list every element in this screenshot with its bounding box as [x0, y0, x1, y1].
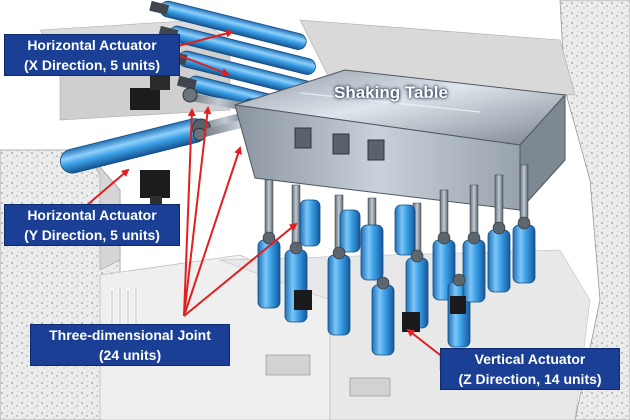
- annotation-arrows: [85, 29, 454, 366]
- arrow-x-1: [177, 29, 234, 47]
- arrow-x-2: [177, 54, 230, 76]
- shaking-table: [234, 69, 567, 212]
- x-actuator-label: Horizontal Actuator (X Direction, 5 unit…: [4, 34, 180, 76]
- shaking-table-label: Shaking Table: [334, 83, 448, 102]
- x-actuator-label-line2: (X Direction, 5 units): [23, 57, 161, 73]
- arrow-joint-2: [183, 106, 212, 317]
- joint-label: Three-dimensional Joint (24 units): [30, 324, 230, 366]
- arrow-y: [85, 168, 130, 207]
- joint-label-line2: (24 units): [98, 347, 162, 363]
- x-actuator-label-line1: Horizontal Actuator: [27, 37, 157, 53]
- y-actuator-label: Horizontal Actuator (Y Direction, 5 unit…: [4, 204, 180, 246]
- arrow-joint-3: [183, 146, 242, 317]
- z-actuator-label-line2: (Z Direction, 14 units): [458, 371, 602, 387]
- z-actuator-label: Vertical Actuator (Z Direction, 14 units…: [440, 348, 620, 390]
- y-actuator-label-line2: (Y Direction, 5 units): [24, 227, 160, 243]
- vertical-actuators: [110, 164, 536, 397]
- y-actuator-label-line1: Horizontal Actuator: [27, 207, 157, 223]
- joint-label-line1: Three-dimensional Joint: [49, 327, 211, 343]
- arrow-joint-4: [183, 222, 298, 317]
- z-actuator-label-line1: Vertical Actuator: [474, 351, 586, 367]
- arrow-joint-1: [183, 108, 196, 317]
